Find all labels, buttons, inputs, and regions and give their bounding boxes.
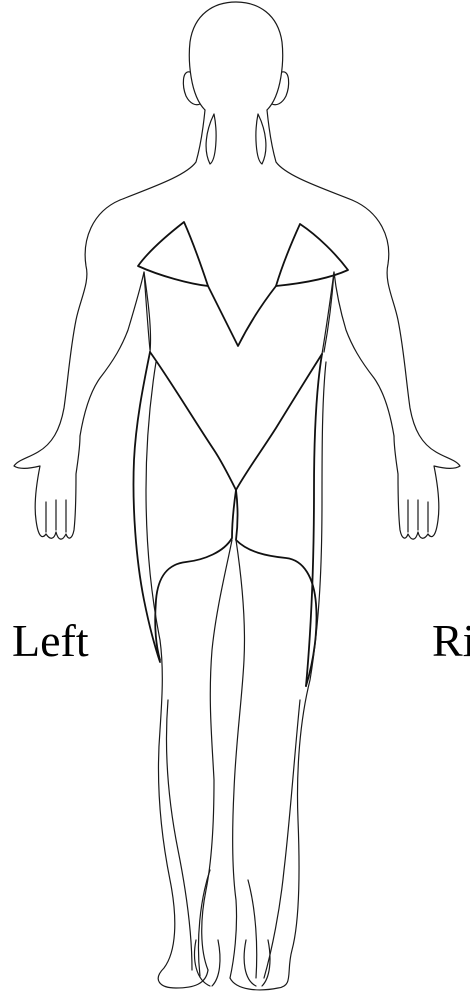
neck-right-line: [267, 110, 352, 200]
lower-back-outline: [150, 352, 322, 490]
right-side-label: Ri: [432, 618, 470, 664]
left-side-label: Left: [12, 618, 89, 664]
back-v-line: [208, 286, 276, 346]
right-calf-line: [248, 700, 300, 978]
right-finger-lines: [408, 500, 428, 532]
left-arm-outer: [14, 200, 120, 537]
neck-left-line: [120, 110, 205, 200]
left-neck-fold: [206, 114, 216, 164]
left-scapula: [138, 222, 208, 286]
right-arm-inner: [324, 272, 394, 436]
right-leg-inner: [230, 540, 245, 978]
right-scapula: [276, 224, 348, 286]
right-neck-fold: [256, 114, 266, 164]
torso-right-side: [322, 272, 334, 354]
right-leg-outer: [306, 354, 322, 686]
head-outline: [189, 2, 282, 110]
right-hand-fingers: [394, 436, 428, 539]
buttocks-crease: [155, 490, 236, 660]
buttocks-crease-right: [236, 490, 317, 686]
left-leg-outer-2: [146, 362, 208, 988]
right-arm-outer: [352, 200, 460, 537]
left-calf-line: [166, 700, 210, 976]
left-leg-inner: [202, 540, 232, 970]
left-hand-fingers: [46, 436, 80, 539]
left-finger-lines: [46, 500, 66, 532]
right-leg-outer-2: [230, 362, 326, 990]
